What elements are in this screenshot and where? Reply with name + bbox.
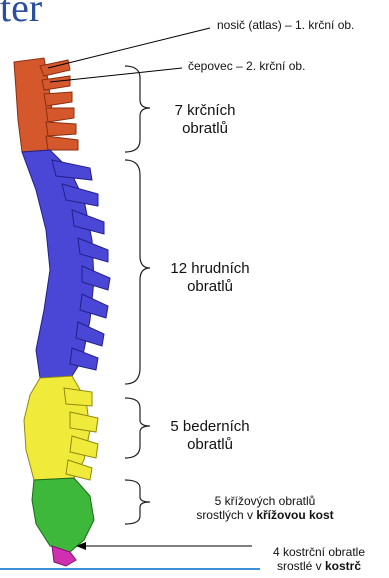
cervical-brace <box>125 66 150 152</box>
lumbar-vertebrae <box>24 376 98 480</box>
sacral-label: 5 křížových obratlů srostlých v křížovou… <box>150 494 380 523</box>
coccyx-label: 4 kostrční obratle srostlé v kostrč <box>254 545 384 574</box>
thoracic-label-line2: obratlů <box>150 278 270 296</box>
lumbar-label-line2: obratlů <box>150 436 270 454</box>
sacral-label-line2-bold: křížovou kost <box>256 508 333 522</box>
sacral-label-line2: srostlých v křížovou kost <box>150 508 380 522</box>
sacrum <box>32 478 94 552</box>
thoracic-vertebrae <box>22 150 110 378</box>
thoracic-label: 12 hrudních obratlů <box>150 260 270 296</box>
atlas-pointer-line <box>48 28 210 68</box>
lumbar-brace <box>125 398 150 458</box>
thoracic-brace <box>125 160 150 384</box>
atlas-label: nosič (atlas) – 1. krční ob. <box>217 18 354 32</box>
lumbar-label: 5 bederních obratlů <box>150 418 270 454</box>
coccyx-label-line2-prefix: srostlé v <box>277 559 325 573</box>
thoracic-label-line1: 12 hrudních <box>150 260 270 278</box>
cervical-label-line2: obratlů <box>150 120 260 138</box>
coccyx-label-line2-bold: kostrč <box>325 559 361 573</box>
sacral-label-line1: 5 křížových obratlů <box>150 494 380 508</box>
cervical-label: 7 krčních obratlů <box>150 102 260 138</box>
cervical-vertebrae <box>14 58 78 152</box>
sacral-brace <box>125 480 150 524</box>
coccyx-label-line2: srostlé v kostrč <box>254 559 384 573</box>
bottom-rule <box>0 568 260 570</box>
lumbar-label-line1: 5 bederních <box>150 418 270 436</box>
sacral-label-line2-prefix: srostlých v <box>196 508 256 522</box>
cervical-label-line1: 7 krčních <box>150 102 260 120</box>
axis-label: čepovec – 2. krční ob. <box>188 59 305 73</box>
coccyx-label-line1: 4 kostrční obratle <box>254 545 384 559</box>
